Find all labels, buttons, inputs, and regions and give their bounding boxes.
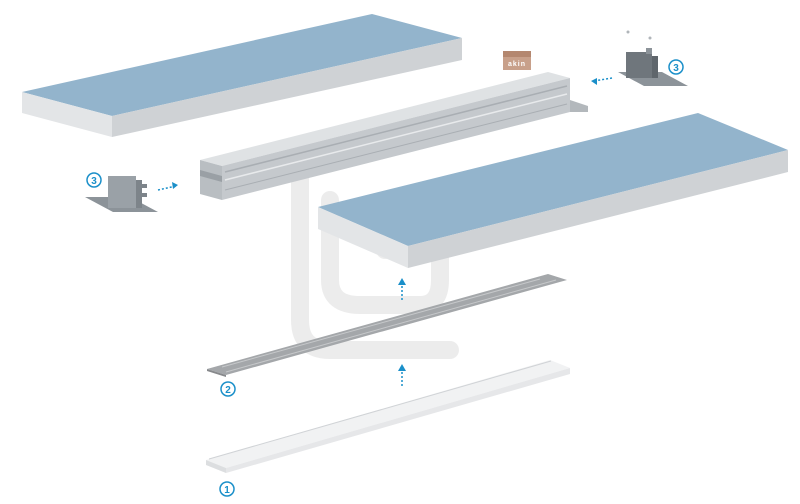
callout-3-left-label: 3 [91,176,97,187]
arrow-right-icon [157,182,178,191]
callout-1-label: 1 [224,485,230,496]
arrow-up-icon [398,364,406,386]
aluminium-profile [200,72,588,200]
end-cap-left [85,176,158,212]
callout-3-left: 3 [86,172,102,188]
callout-1: 1 [219,481,235,497]
callout-3-right: 3 [668,59,684,75]
diffuser-cover [206,360,570,473]
callout-3-right-label: 3 [673,63,679,74]
plaster-panel-right [318,113,788,268]
callout-2: 2 [220,381,236,397]
brand-logo: akin [503,51,531,70]
callout-2-label: 2 [225,385,231,396]
arrow-up-icon [398,278,406,300]
brand-logo-text: akin [508,61,526,68]
plaster-panel-left [22,14,462,137]
end-cap-right [618,30,688,86]
led-strip [207,274,567,377]
arrow-left-icon [591,77,613,85]
